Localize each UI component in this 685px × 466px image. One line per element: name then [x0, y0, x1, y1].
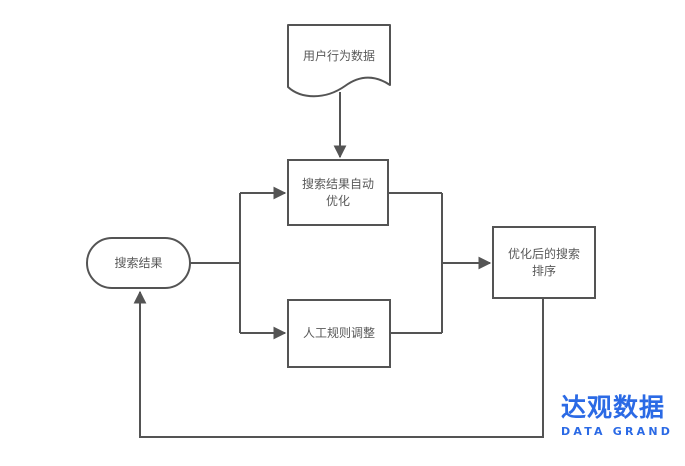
node-label: 搜索结果自动优化	[301, 176, 374, 208]
logo-chinese-name: 达观数据	[561, 393, 666, 422]
node-label: 优化后的搜索排序	[507, 246, 580, 278]
node-label: 人工规则调整	[302, 326, 375, 340]
node-manual-rules: 人工规则调整	[288, 300, 390, 367]
edge-results-to-junction	[190, 193, 241, 333]
node-user-behavior-data: 用户行为数据	[288, 25, 390, 87]
process-box-manual-rules	[287, 299, 391, 368]
document-shape	[287, 24, 391, 98]
node-label: 搜索结果	[114, 255, 163, 270]
process-box-auto-optimization	[287, 159, 389, 226]
node-label: 用户行为数据	[302, 48, 375, 63]
datagrand-logo: 达观数据 DATA GRAND	[561, 393, 674, 439]
node-search-results: 搜索结果	[87, 238, 190, 288]
node-auto-optimization: 搜索结果自动优化	[288, 160, 388, 225]
logo-english-name: DATA GRAND	[561, 425, 674, 438]
node-optimized-ranking: 优化后的搜索排序	[493, 227, 595, 298]
edge-auto-to-merge	[388, 192, 443, 334]
edge-feedback-loop	[133, 290, 544, 438]
